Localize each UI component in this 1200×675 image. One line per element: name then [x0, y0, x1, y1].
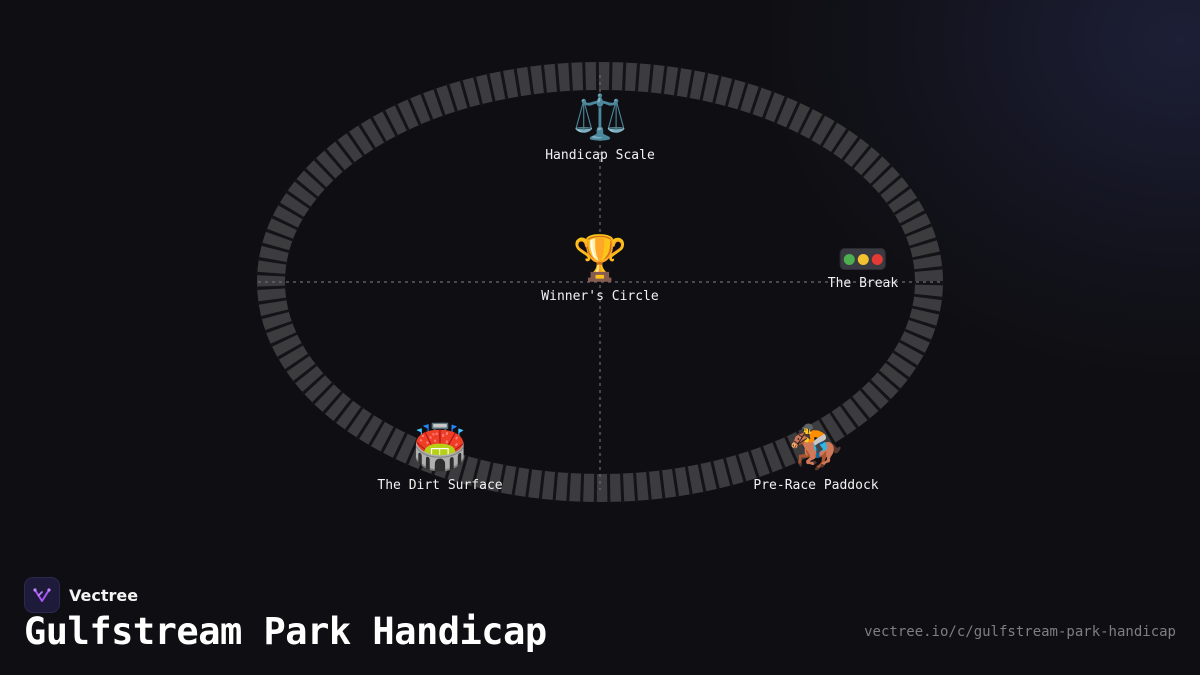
node-the-break[interactable]: The Break [828, 233, 898, 291]
node-pre-race-paddock[interactable]: 🏇 Pre-Race Paddock [753, 422, 878, 493]
traffic-light-icon [839, 248, 886, 270]
trophy-icon: 🏆 [572, 233, 628, 284]
page-title: Gulfstream Park Handicap [24, 610, 547, 653]
node-label: Pre-Race Paddock [753, 478, 879, 493]
scale-icon: ⚖️ [572, 92, 628, 143]
brand[interactable]: Vectree [24, 577, 138, 613]
vectree-logo-icon [24, 577, 60, 613]
brand-name: Vectree [69, 585, 139, 605]
node-label: The Dirt Surface [377, 478, 503, 493]
page-url[interactable]: vectree.io/c/gulfstream-park-handicap [864, 624, 1176, 640]
red-light [871, 253, 883, 265]
node-label: The Break [827, 276, 899, 291]
stadium-icon: 🏟️ [412, 422, 468, 473]
node-label: Winner's Circle [541, 289, 659, 304]
node-label: Handicap Scale [545, 148, 655, 163]
race-track-rail-gaps [256, 61, 944, 503]
green-light [843, 253, 855, 265]
node-dirt-surface[interactable]: 🏟️ The Dirt Surface [377, 422, 502, 493]
node-winners-circle[interactable]: 🏆 Winner's Circle [541, 233, 658, 304]
yellow-light [857, 253, 869, 265]
horse-racing-icon: 🏇 [788, 422, 844, 473]
node-handicap-scale[interactable]: ⚖️ Handicap Scale [545, 92, 655, 163]
